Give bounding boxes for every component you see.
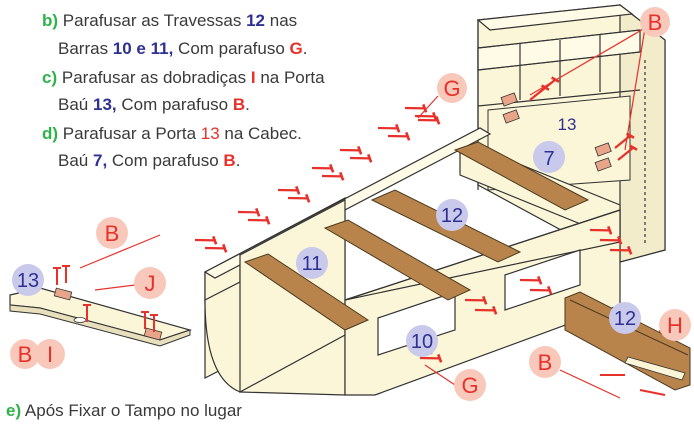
- step-d-text: Baú: [58, 151, 93, 170]
- part-ref: 13: [200, 124, 220, 143]
- step-b-text: .: [302, 39, 308, 58]
- callout-label: 12: [614, 308, 636, 330]
- step-b-letter: b): [42, 11, 59, 30]
- step-c-line1: c) Parafusar as dobradiças I na Porta: [42, 67, 325, 89]
- callout-i: I: [35, 339, 65, 369]
- callout-b-lower-left: B: [10, 339, 40, 369]
- hinge-ref: I: [250, 68, 256, 87]
- callout-label: J: [145, 271, 156, 296]
- step-d-line1: d) Parafusar a Porta 13 na Cabec.: [42, 123, 302, 145]
- step-c-text: na Porta: [255, 68, 325, 87]
- callout-label: G: [461, 373, 478, 398]
- callout-label: B: [648, 10, 663, 35]
- callout-label: 13: [17, 270, 39, 292]
- callout-12-middle: 12: [436, 199, 468, 231]
- step-b-text: Barras: [58, 39, 113, 58]
- callout-label: B: [538, 350, 553, 375]
- callout-g-bottom: G: [454, 369, 486, 401]
- step-e-text: Após Fixar o Tampo no lugar: [21, 401, 242, 420]
- callout-b-right: B: [529, 346, 561, 378]
- screw-ref: B: [232, 95, 246, 114]
- part-ref: 10 e 11,: [112, 39, 174, 58]
- door-panel-13: [9, 265, 193, 347]
- step-c-text: Parafusar as dobradiças: [61, 68, 251, 87]
- part-ref: 13,: [92, 95, 117, 114]
- callout-h: H: [659, 309, 691, 341]
- step-b-text: Com parafuso: [173, 39, 290, 58]
- callout-7: 7: [533, 141, 565, 173]
- screw-ref: G: [289, 39, 303, 58]
- part-ref: 7,: [92, 151, 108, 170]
- callout-13-headboard: 13: [558, 115, 577, 134]
- step-c-text: Com parafuso: [116, 95, 233, 114]
- screw-ref: B: [223, 151, 236, 170]
- callout-label: 13: [558, 115, 577, 134]
- callout-label: B: [18, 342, 33, 367]
- step-d-text: .: [235, 151, 241, 170]
- callout-12-right: 12: [609, 302, 641, 334]
- step-e-line1: e) Após Fixar o Tampo no lugar: [6, 400, 242, 422]
- callout-label: 7: [543, 148, 554, 170]
- step-c-text: Baú: [58, 95, 93, 114]
- step-b-text: nas: [265, 11, 298, 30]
- hinge-icon: [53, 287, 163, 341]
- callout-label: 11: [302, 253, 323, 275]
- hinge-icon: [500, 92, 612, 172]
- step-b-line1: b) Parafusar as Travessas 12 nas: [42, 10, 297, 32]
- step-c-line2: Baú 13, Com parafuso B.: [58, 94, 250, 116]
- step-c-text: .: [245, 95, 250, 114]
- step-d-letter: d): [42, 124, 59, 143]
- step-e-letter: e): [6, 401, 22, 420]
- callout-11: 11: [296, 247, 328, 279]
- callout-label: B: [105, 221, 120, 246]
- callout-b-top: B: [640, 7, 670, 37]
- hinge-icon: [624, 356, 686, 381]
- callout-13-left: 13: [12, 264, 44, 296]
- step-d-line2: Baú 7, Com parafuso B.: [58, 150, 240, 172]
- callout-label: H: [667, 313, 683, 338]
- part-ref: 12: [246, 11, 266, 30]
- callout-j: J: [134, 267, 166, 299]
- callout-b-left: B: [96, 217, 128, 249]
- step-d-text: Parafusar a Porta: [62, 124, 201, 143]
- callout-label: G: [443, 76, 460, 101]
- screw-icon: [53, 265, 158, 332]
- step-c-letter: c): [42, 68, 58, 87]
- callout-10: 10: [406, 325, 438, 357]
- callout-g-top: G: [437, 73, 467, 103]
- step-b-text: Parafusar as Travessas: [62, 11, 247, 30]
- bed-frame: [203, 127, 621, 396]
- step-b-line2: Barras 10 e 11, Com parafuso G.: [58, 38, 308, 60]
- callout-label: 10: [411, 331, 433, 353]
- step-d-text: na Cabec.: [219, 124, 302, 143]
- callout-label: I: [47, 342, 53, 367]
- callout-label: 12: [441, 205, 463, 227]
- step-d-text: Com parafuso: [107, 151, 224, 170]
- slat-12: [564, 291, 691, 396]
